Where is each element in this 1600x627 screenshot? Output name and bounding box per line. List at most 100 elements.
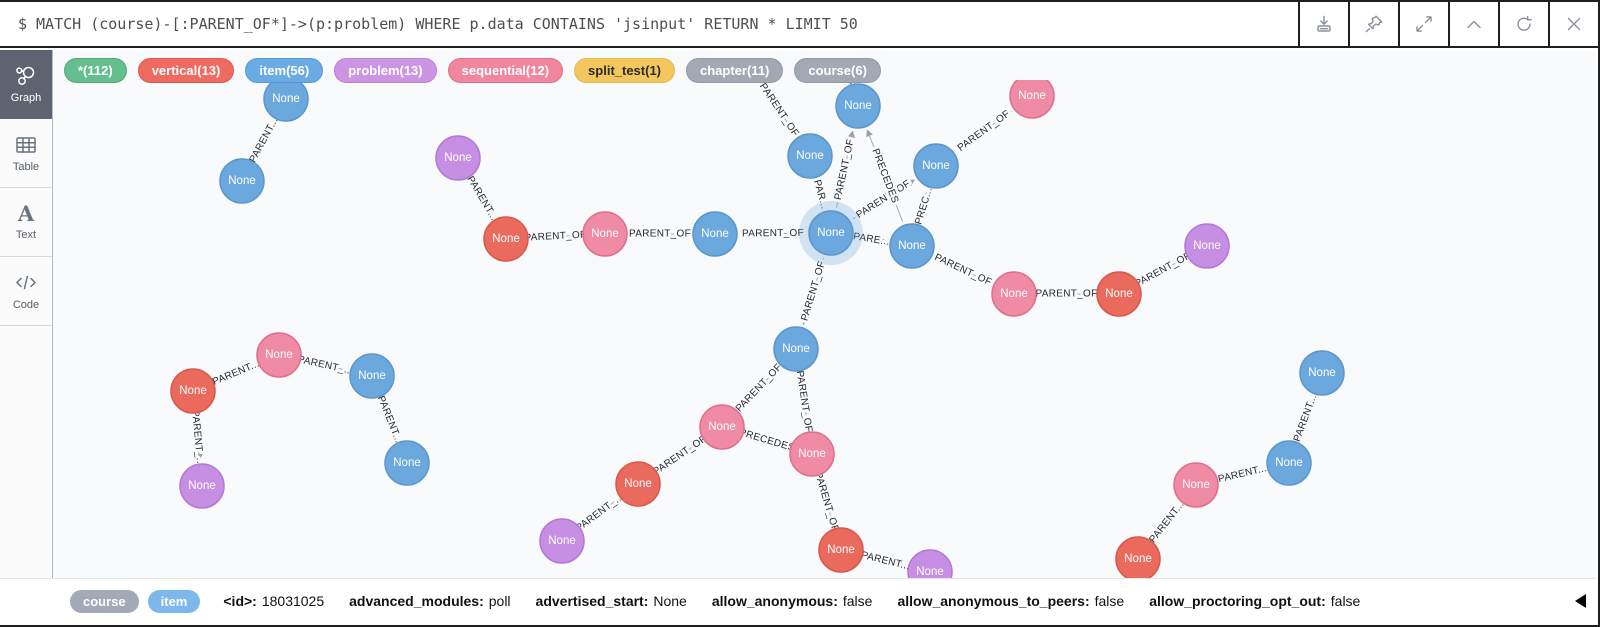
query-editor[interactable]: $ MATCH (course)-[:PARENT_OF*]->(p:probl… [0, 2, 1298, 46]
graph-edge[interactable]: PARENT_OF [809, 468, 843, 537]
graph-node[interactable]: None [1115, 536, 1161, 582]
legend-pill[interactable]: sequential(12) [447, 58, 564, 83]
graph-node[interactable]: None [907, 549, 953, 582]
graph-edge[interactable]: PARENT_OF [1033, 286, 1101, 303]
graph-edge[interactable]: PARENT... [245, 113, 284, 168]
graph-node[interactable]: None [692, 211, 738, 257]
edge-label: PARENT... [375, 394, 404, 444]
graph-node[interactable]: None [582, 211, 628, 257]
graph-node[interactable]: None [384, 440, 430, 486]
graph-edge[interactable]: PARENT... [1289, 390, 1322, 446]
legend-pill[interactable]: item(56) [245, 58, 324, 83]
graph-edge[interactable]: PARENT_OF [648, 431, 711, 481]
fullscreen-button[interactable] [1398, 2, 1448, 46]
graph-node[interactable]: None [219, 158, 265, 204]
graph-edge[interactable]: PARENT_OF [521, 227, 589, 247]
tab-text[interactable]: A Text [0, 188, 52, 257]
legend-pill[interactable]: course(6) [794, 58, 881, 83]
graph-node[interactable]: None [170, 368, 216, 414]
graph-edge[interactable]: PARENT_OF [750, 80, 804, 142]
graph-edge[interactable]: PARENT_... [186, 407, 208, 471]
pin-icon [1365, 15, 1383, 33]
node-label: None [898, 240, 926, 252]
graph-node[interactable]: None [615, 461, 661, 507]
graph-node[interactable]: None [799, 201, 863, 265]
graph-node[interactable]: None [699, 404, 745, 450]
graph-node[interactable]: None [1173, 462, 1219, 508]
graph-edge[interactable]: PARENT... [1144, 496, 1189, 548]
property: allow_anonymous_to_peers:false [897, 593, 1125, 609]
node-label: None [1308, 367, 1336, 379]
rerun-button[interactable] [1498, 2, 1548, 46]
download-button[interactable] [1298, 2, 1348, 46]
graph-node[interactable]: None [1184, 223, 1230, 269]
text-icon: A [17, 201, 35, 226]
status-label-pill[interactable]: item [147, 589, 201, 613]
graph-node[interactable]: None [835, 83, 881, 129]
graph-edge[interactable]: PARENT_OF [930, 249, 997, 291]
graph-node[interactable]: None [1299, 350, 1345, 396]
graph-node[interactable]: None [913, 143, 959, 189]
graph-edge[interactable]: PREC... [910, 183, 938, 229]
legend-pill[interactable]: problem(13) [334, 58, 437, 83]
legend-pill[interactable]: vertical(13) [137, 58, 235, 83]
graph-edge[interactable]: PARENT... [208, 355, 264, 390]
property: <id>:18031025 [223, 593, 325, 609]
tab-table[interactable]: Table [0, 119, 52, 188]
graph-node[interactable]: None [773, 326, 819, 372]
graph-node[interactable]: None [263, 80, 309, 122]
graph-edge[interactable]: PARENT... [461, 171, 502, 225]
graph-edge[interactable]: PARENT_OF [739, 225, 807, 243]
node-label: None [1275, 457, 1303, 469]
graph-edge[interactable]: PARENT... [1214, 460, 1271, 488]
graph-edge[interactable]: PARENT_OF [626, 226, 694, 243]
graph-edge[interactable]: PARENT_OF [796, 257, 830, 326]
graph-edge[interactable]: PARENT_... [294, 351, 358, 380]
graph-node[interactable]: None [179, 463, 225, 509]
graph-node[interactable]: None [256, 332, 302, 378]
graph-node[interactable]: None [435, 135, 481, 181]
graph-node[interactable]: None [483, 216, 529, 262]
node-label: None [272, 93, 300, 105]
graph-edge[interactable]: PARENT_OF [830, 130, 859, 208]
node-label: None [1000, 288, 1028, 300]
graph-edge[interactable]: PARENT_OF [1130, 247, 1196, 292]
graph-node[interactable]: None [789, 431, 835, 477]
edge-label: PARENT_OF [757, 81, 801, 139]
graph-node[interactable]: None [991, 271, 1037, 317]
graph-node[interactable]: None [349, 353, 395, 399]
pin-button[interactable] [1348, 2, 1398, 46]
tab-code[interactable]: Code [0, 257, 52, 326]
graph-edge[interactable]: PARENT_OF [953, 105, 1016, 156]
close-button[interactable] [1548, 2, 1598, 46]
graph-node[interactable]: None [818, 527, 864, 573]
graph-edge[interactable]: PARENT_... [571, 488, 629, 537]
graph-edge[interactable]: PARENT_OF [731, 359, 788, 418]
graph-edge[interactable]: PARENT... [857, 547, 914, 576]
graph-node[interactable]: None [1009, 80, 1055, 119]
legend-pill[interactable]: *(112) [64, 58, 127, 83]
graph-node[interactable]: None [787, 133, 833, 179]
edge-label: PARENT... [860, 550, 911, 573]
node-label: None [179, 385, 207, 397]
status-label-pill[interactable]: course [70, 589, 139, 613]
graph-edge[interactable]: PRECEDES [735, 424, 799, 457]
graph-node[interactable]: None [1266, 440, 1312, 486]
edge-label: PARENT_OF [742, 228, 804, 240]
edge-label: PARENT_... [297, 354, 355, 377]
graph-edge[interactable]: PARENT... [372, 391, 407, 447]
graph-edge[interactable]: PARENT_OF [791, 367, 817, 436]
edge-label: PARENT_OF [629, 229, 691, 240]
tab-graph[interactable]: Graph [0, 50, 52, 119]
tab-text-label: Text [15, 229, 37, 241]
graph-icon [16, 66, 35, 85]
collapse-button[interactable] [1448, 2, 1498, 46]
graph-node[interactable]: None [1096, 271, 1142, 317]
legend-pill[interactable]: chapter(11) [686, 58, 784, 83]
graph-canvas[interactable]: *(112) vertical(13) item(56) problem(13) seq… [53, 50, 1596, 623]
graph-node[interactable]: None [889, 223, 935, 269]
legend-pill[interactable]: split_test(1) [574, 58, 676, 83]
scroll-left-indicator[interactable] [1575, 594, 1586, 608]
graph-node[interactable]: None [539, 518, 585, 564]
